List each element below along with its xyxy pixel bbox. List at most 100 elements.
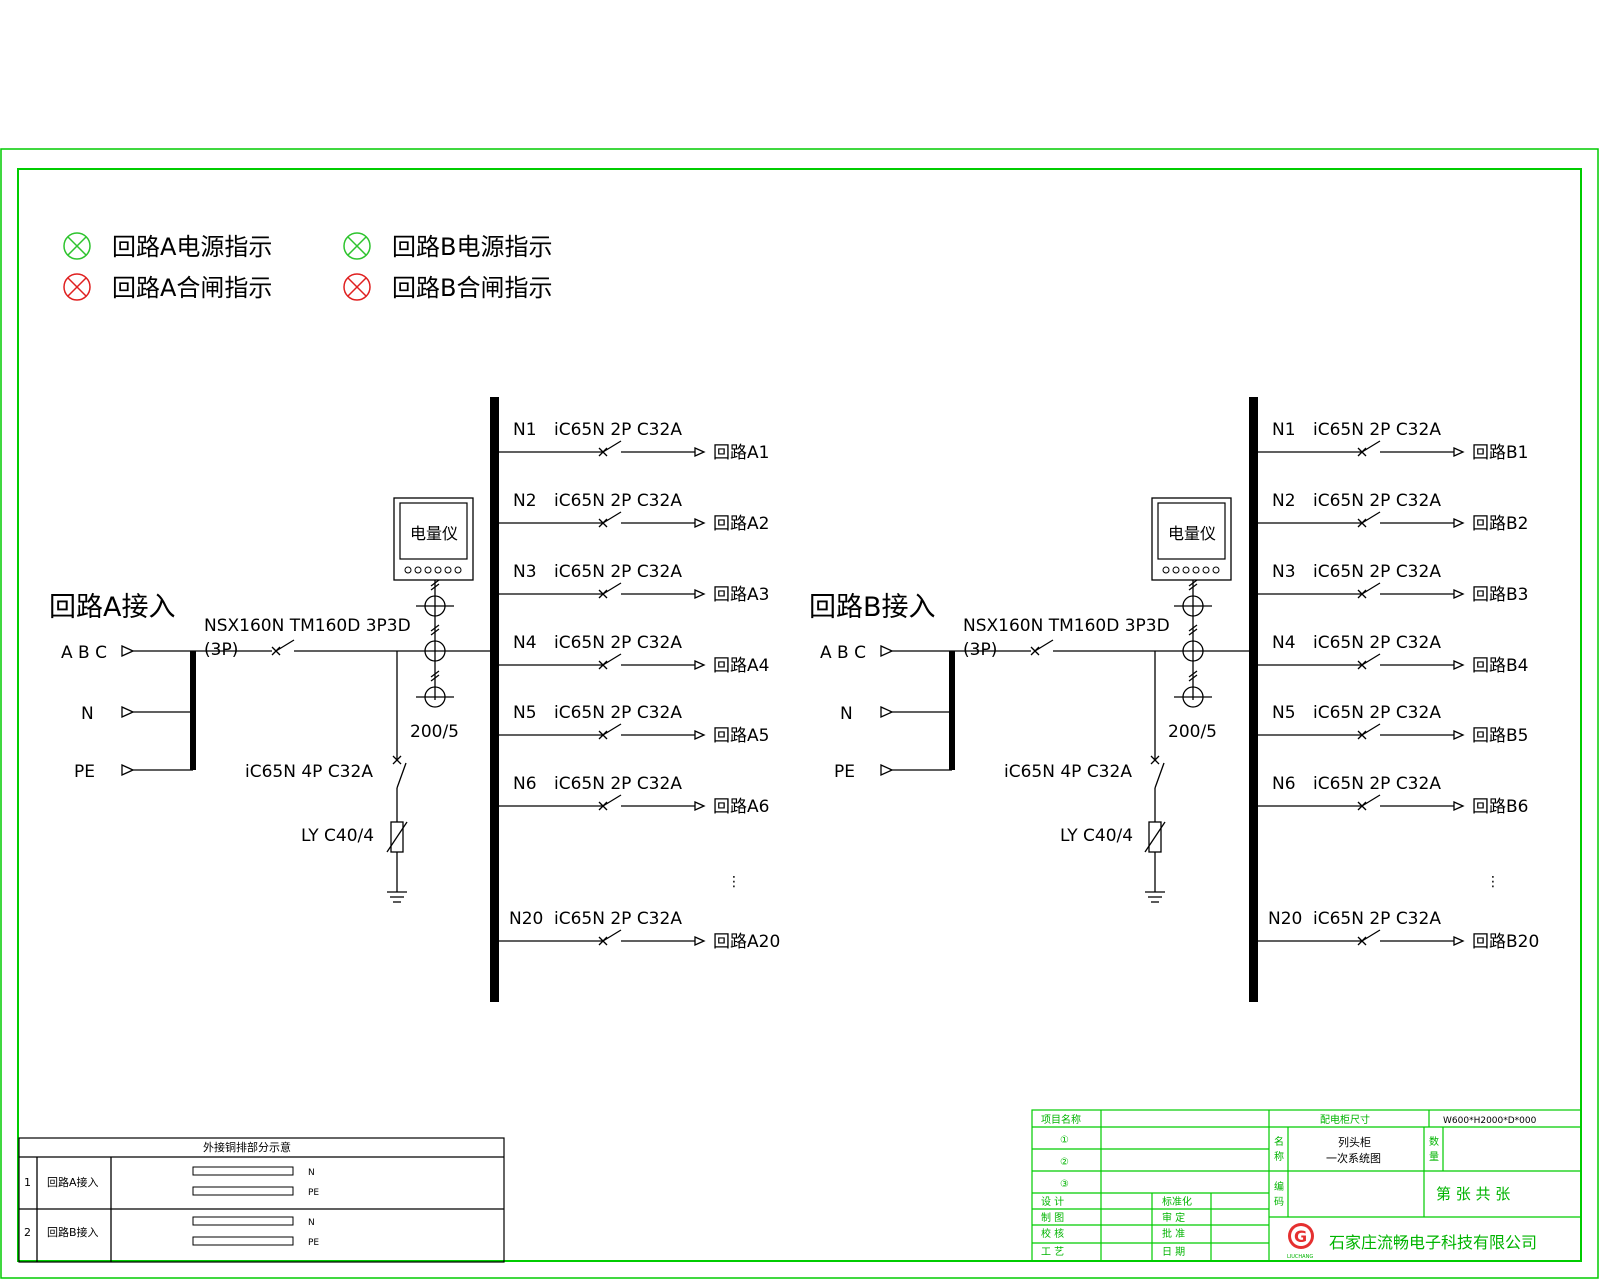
circuit-a-continuation: ⋮ (727, 874, 741, 890)
branch-breaker-icon (598, 511, 622, 528)
branch-name: 回路B6 (1472, 797, 1528, 817)
terminal-a-n-icon (121, 705, 135, 719)
circuit-a-main-breaker-label: NSX160N TM160D 3P3D (204, 616, 411, 636)
branch-id: N2 (513, 491, 537, 511)
branch-breaker-icon (1357, 653, 1381, 670)
branch-terminal-icon (694, 446, 706, 458)
branch-breaker-icon (1357, 511, 1381, 528)
branch-name: 回路B20 (1472, 932, 1539, 952)
branch-breaker-label: iC65N 2P C32A (1313, 491, 1441, 511)
company-name: 石家庄流畅电子科技有限公司 (1329, 1233, 1537, 1252)
circuit-a-spd-breaker-icon (392, 755, 407, 789)
copper-table-row-no: 1 (24, 1176, 31, 1189)
company-logo-icon: G LIUCHANG (1287, 1223, 1314, 1260)
branch-breaker-label: iC65N 2P C32A (1313, 703, 1441, 723)
circuit-a-main-breaker-poles: (3P) (204, 640, 238, 660)
branch-terminal-icon (1453, 588, 1465, 600)
branch-name: 回路B2 (1472, 514, 1528, 534)
circled-2: ② (1060, 1157, 1069, 1168)
name-label-1: 名 (1274, 1135, 1284, 1148)
circuit-b-main-busbar (1249, 397, 1258, 1002)
branch-breaker-label: iC65N 2P C32A (554, 420, 682, 440)
branch-breaker-label: iC65N 2P C32A (554, 774, 682, 794)
legend: 回路A电源指示 回路A合闸指示 回路B电源指示 回路B合闸指示 (63, 232, 552, 302)
legend-a-close-label: 回路A合闸指示 (112, 274, 272, 302)
branch-breaker-label: iC65N 2P C32A (554, 562, 682, 582)
qty-label-1: 数 (1429, 1135, 1439, 1148)
copper-bar-pe (192, 1186, 294, 1196)
circuit-a-n-label: N (81, 704, 94, 724)
branch-breaker-icon (598, 929, 622, 946)
terminal-b-pe-icon (880, 763, 894, 777)
branch-breaker-label: iC65N 2P C32A (554, 633, 682, 653)
branch-terminal-icon (1453, 659, 1465, 671)
circuit-a-spd-breaker-label: iC65N 4P C32A (245, 762, 373, 782)
legend-a-power-label: 回路A电源指示 (112, 233, 272, 261)
branch-id: N1 (1272, 420, 1296, 440)
branch-terminal-icon (1453, 935, 1465, 947)
circuit-a-phases-label: A B C (61, 643, 107, 663)
branch-breaker-label: iC65N 2P C32A (554, 909, 682, 929)
copper-table-row-name: 回路B接入 (47, 1226, 99, 1239)
copper-bar-pe-label: PE (308, 1238, 319, 1248)
circuit-a-spd-label: LY C40/4 (301, 826, 374, 846)
circuit-b-spd-label: LY C40/4 (1060, 826, 1133, 846)
branch-id: N6 (513, 774, 537, 794)
branch-id: N3 (513, 562, 537, 582)
circuit-a-incoming-bar (190, 651, 196, 770)
cabinet-size-label: 配电柜尺寸 (1320, 1113, 1370, 1126)
branch-name: 回路A2 (713, 514, 769, 534)
role-design: 设 计 (1041, 1195, 1064, 1208)
role-process: 工 艺 (1041, 1246, 1064, 1258)
branch-breaker-icon (598, 653, 622, 670)
legend-b-close-label: 回路B合闸指示 (392, 274, 552, 302)
branch-terminal-icon (694, 588, 706, 600)
circuit-a-main-breaker-icon (271, 639, 492, 656)
copper-table-row-name: 回路A接入 (47, 1176, 99, 1189)
copper-bar-table: 外接铜排部分示意 1 回路A接入 N PE 2 回路B接入 N PE (18, 1137, 505, 1263)
svg-text:G: G (1294, 1227, 1307, 1246)
legend-a-close-indicator-icon (63, 273, 91, 301)
role-approve: 批 准 (1162, 1227, 1185, 1240)
branch-name: 回路A20 (713, 932, 780, 952)
branch-breaker-icon (1357, 723, 1381, 740)
copper-bar-pe (192, 1236, 294, 1246)
branch-breaker-icon (598, 440, 622, 457)
project-name-label: 项目名称 (1041, 1113, 1081, 1126)
branch-breaker-icon (598, 582, 622, 599)
copper-bar-n (192, 1216, 294, 1226)
copper-bar-pe-label: PE (308, 1188, 319, 1198)
circuit-b-meter-label: 电量仪 (1168, 524, 1216, 543)
circuit-a-title: 回路A接入 (49, 592, 175, 623)
copper-bar-n-label: N (308, 1218, 315, 1228)
circuit-a-ground-icon (387, 891, 407, 903)
legend-b-power-indicator-icon (343, 232, 371, 260)
circuit-b-spd-breaker-icon (1150, 755, 1165, 789)
code-label-1: 编 (1274, 1180, 1284, 1193)
role-date: 日 期 (1162, 1246, 1185, 1258)
circuit-a-power-meter: 电量仪 (393, 497, 474, 581)
branch-terminal-icon (694, 935, 706, 947)
circuit-b-main-breaker-icon (1030, 639, 1251, 656)
branch-breaker-label: iC65N 2P C32A (1313, 633, 1441, 653)
circled-3: ③ (1060, 1179, 1069, 1190)
role-check: 校 核 (1041, 1227, 1064, 1240)
branch-name: 回路A4 (713, 656, 769, 676)
branch-name: 回路B3 (1472, 585, 1528, 605)
branch-id: N6 (1272, 774, 1296, 794)
branch-terminal-icon (1453, 446, 1465, 458)
branch-name: 回路B4 (1472, 656, 1528, 676)
branch-breaker-icon (1357, 582, 1381, 599)
circuit-a-current-transformer-icon (416, 579, 454, 708)
branch-terminal-icon (1453, 800, 1465, 812)
copper-table-row-no: 2 (24, 1226, 31, 1239)
sheet-text: 第 张 共 张 (1436, 1185, 1510, 1203)
